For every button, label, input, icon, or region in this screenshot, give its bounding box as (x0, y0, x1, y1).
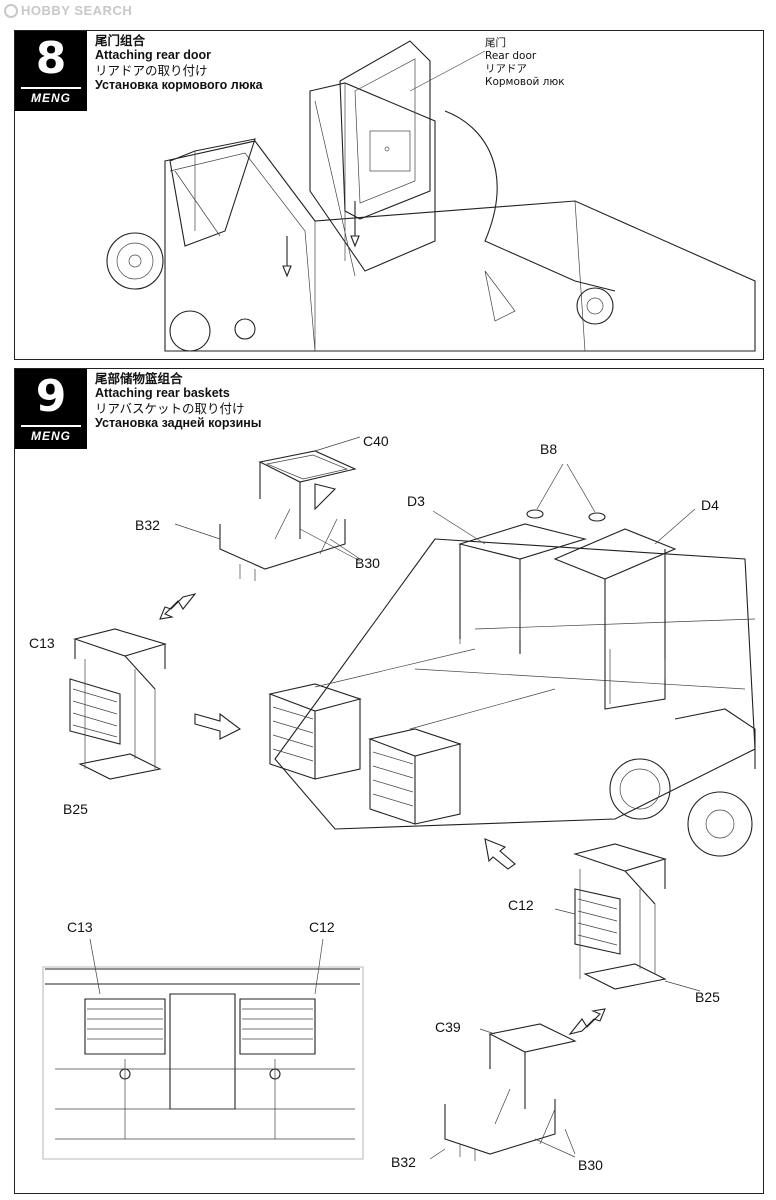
title-ru: Установка кормового люка (95, 78, 263, 92)
detail-label-c13: C13 (67, 919, 93, 935)
part-label-b32-bottom: B32 (391, 1154, 416, 1170)
detail-label-c12: C12 (309, 919, 335, 935)
step-8-titles: 尾门组合 Attaching rear door リアドアの取り付け Устан… (95, 33, 263, 93)
part-label-d4: D4 (701, 497, 719, 513)
step-9-titles: 尾部储物篮组合 Attaching rear baskets リアバスケットの取… (95, 371, 261, 431)
part-label-c12: C12 (508, 897, 534, 913)
rear-door-label-cn: 尾门 (485, 37, 506, 49)
part-label-b8: B8 (540, 441, 558, 457)
step-number: 9 (35, 371, 67, 422)
rear-door-label-ru: Кормовой люк (485, 76, 565, 88)
watermark-text: HOBBY SEARCH (21, 3, 133, 18)
part-label-d3: D3 (407, 493, 425, 509)
brand-logo: MENG (21, 425, 81, 443)
step-8-badge: 8 MENG (15, 31, 87, 111)
title-cn: 尾部储物篮组合 (95, 371, 183, 386)
step-8-panel: 8 MENG 尾门组合 Attaching rear door リアドアの取り付… (14, 30, 764, 360)
watermark-logo-icon (4, 4, 18, 18)
title-ru: Установка задней корзины (95, 416, 262, 430)
part-label-b30-bottom: B30 (578, 1157, 603, 1173)
part-label-c40: C40 (363, 433, 389, 449)
part-label-c13: C13 (29, 635, 55, 651)
part-label-c39: C39 (435, 1019, 461, 1035)
rear-door-label: 尾门 Rear door リアドア Кормовой люк (485, 37, 565, 89)
step-9-panel: 9 MENG 尾部储物篮组合 Attaching rear baskets リア… (14, 368, 764, 1194)
part-label-b32: B32 (135, 517, 160, 533)
step-8-illustration (106, 40, 756, 352)
title-en: Attaching rear baskets (95, 386, 230, 400)
title-jp: リアドアの取り付け (95, 63, 208, 78)
step-number: 8 (35, 33, 67, 84)
rear-door-label-jp: リアドア (485, 63, 527, 75)
title-cn: 尾门组合 (95, 33, 146, 48)
rear-door-label-en: Rear door (485, 50, 537, 62)
part-label-b25-right: B25 (695, 989, 720, 1005)
part-label-b30: B30 (355, 555, 380, 571)
part-label-b25: B25 (63, 801, 88, 817)
step-9-badge: 9 MENG (15, 369, 87, 449)
title-jp: リアバスケットの取り付け (95, 401, 245, 416)
title-en: Attaching rear door (95, 48, 211, 62)
brand-logo: MENG (21, 87, 81, 105)
step-9-illustration (42, 436, 756, 1161)
watermark: HOBBY SEARCH (4, 3, 132, 18)
